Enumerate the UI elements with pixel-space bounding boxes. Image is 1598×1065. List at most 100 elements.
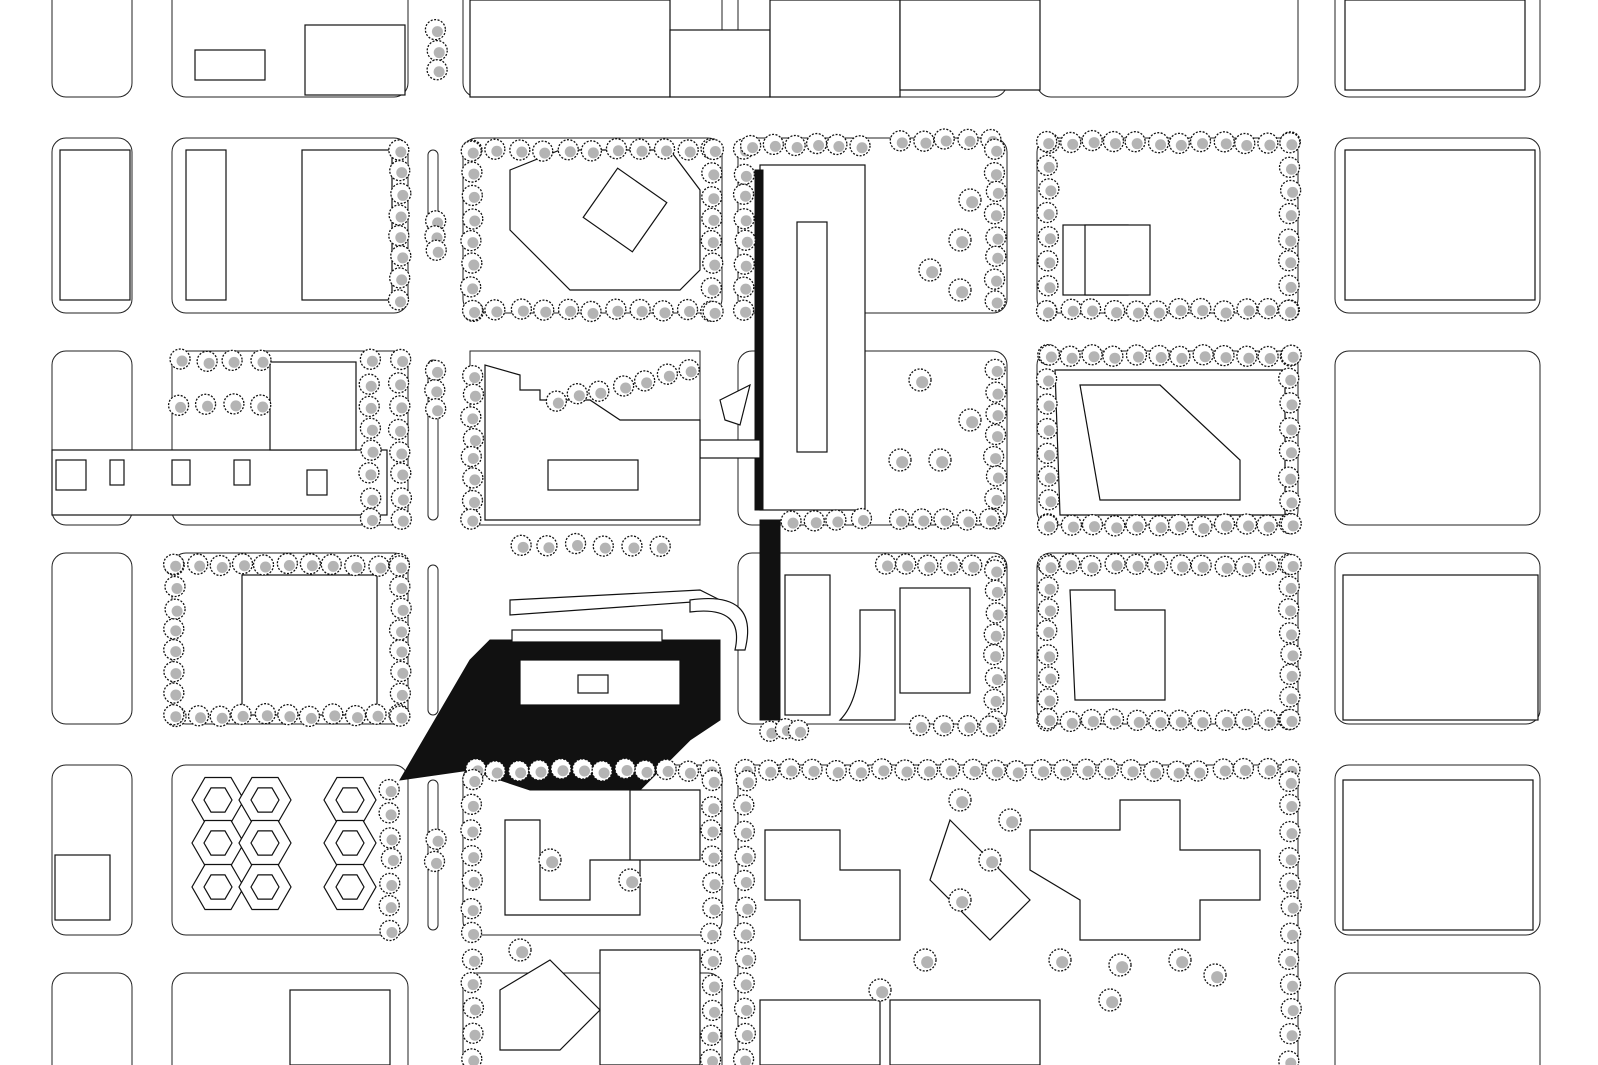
tree — [1037, 576, 1059, 598]
tree-shade — [740, 170, 752, 182]
tree — [580, 140, 603, 162]
tree-shade — [170, 560, 182, 572]
tree — [701, 186, 723, 208]
tree — [1102, 345, 1124, 367]
tree — [1037, 465, 1059, 487]
tree — [461, 161, 483, 183]
tree-shade — [468, 191, 480, 203]
tree — [656, 363, 679, 385]
building — [269, 361, 357, 451]
tree — [230, 703, 252, 726]
tree — [1236, 345, 1258, 367]
tree — [460, 921, 483, 944]
tree-shade — [1044, 605, 1056, 617]
tree-shade — [707, 826, 719, 838]
tree-shade — [1287, 520, 1299, 532]
tree-shade — [1066, 352, 1078, 364]
tree-shade — [1199, 351, 1211, 363]
tree — [699, 1048, 722, 1065]
tree — [358, 395, 380, 418]
tree-shade — [1067, 521, 1079, 533]
tree — [700, 819, 722, 841]
city-block — [737, 350, 1008, 526]
tree — [320, 553, 342, 576]
tree-shade — [966, 416, 979, 429]
tree — [167, 394, 190, 416]
tree — [933, 508, 955, 530]
tree-shade — [397, 494, 409, 506]
tree — [984, 666, 1007, 689]
tree — [221, 349, 243, 372]
street-median — [427, 359, 439, 521]
tree — [389, 575, 411, 598]
building — [1069, 589, 1166, 701]
tree-shade — [1286, 424, 1298, 436]
tree-shade — [740, 260, 752, 272]
tree — [605, 298, 627, 320]
tree-shade — [598, 767, 610, 779]
tree-shade — [766, 727, 778, 739]
tree — [784, 134, 806, 157]
tree — [163, 682, 185, 704]
tree-shade — [956, 286, 969, 299]
tree-shade — [1088, 137, 1100, 149]
tree — [733, 794, 755, 816]
tree-shade — [469, 435, 481, 447]
tree-shade — [1043, 307, 1055, 319]
tree-shade — [1286, 497, 1298, 509]
tree — [733, 869, 755, 892]
tree-shade — [1043, 209, 1055, 221]
tree — [1036, 417, 1058, 440]
atrium — [796, 221, 828, 453]
tree — [1124, 131, 1146, 153]
tree — [868, 978, 892, 1002]
tree — [592, 535, 614, 557]
tree-shade — [171, 605, 183, 617]
tree-shade — [1150, 767, 1162, 779]
building — [1084, 224, 1151, 296]
tree — [701, 162, 723, 184]
tree — [1102, 130, 1125, 153]
tree — [780, 510, 802, 532]
building — [469, 0, 671, 98]
tree — [787, 719, 810, 741]
tree-shade — [878, 765, 890, 777]
tree — [424, 379, 446, 401]
tree — [1213, 131, 1235, 153]
tree-shade — [1264, 139, 1276, 151]
tree-shade — [468, 1055, 480, 1065]
tree-shade — [856, 142, 868, 154]
tree — [1075, 758, 1097, 780]
tree-shade — [1044, 521, 1056, 533]
tree-shade — [832, 516, 844, 528]
tree — [874, 553, 897, 575]
tree-shade — [620, 382, 632, 394]
tree-shade — [237, 710, 249, 722]
tree — [564, 532, 587, 555]
tree-shade — [543, 542, 555, 554]
tree — [1169, 345, 1191, 368]
tree-shade — [964, 135, 976, 147]
tree — [1146, 553, 1169, 575]
tree-shade — [986, 722, 998, 734]
tree-shade — [396, 167, 408, 179]
tree — [379, 827, 401, 849]
curved-building — [838, 609, 896, 721]
tree — [983, 643, 1005, 666]
tree-shade — [469, 1029, 481, 1041]
tree-shade — [740, 215, 752, 227]
tree — [739, 134, 762, 157]
tree-shade — [468, 852, 480, 864]
tree — [1036, 130, 1058, 153]
tree — [378, 778, 400, 801]
tree — [702, 871, 724, 894]
tree-shade — [469, 306, 481, 318]
tree-shade — [1155, 352, 1167, 364]
tree-shade — [1043, 425, 1055, 437]
tree — [196, 350, 218, 372]
tree — [462, 427, 485, 450]
tree-shade — [1285, 473, 1297, 485]
tree — [1036, 619, 1058, 642]
tree — [461, 845, 483, 867]
tree — [390, 660, 412, 683]
